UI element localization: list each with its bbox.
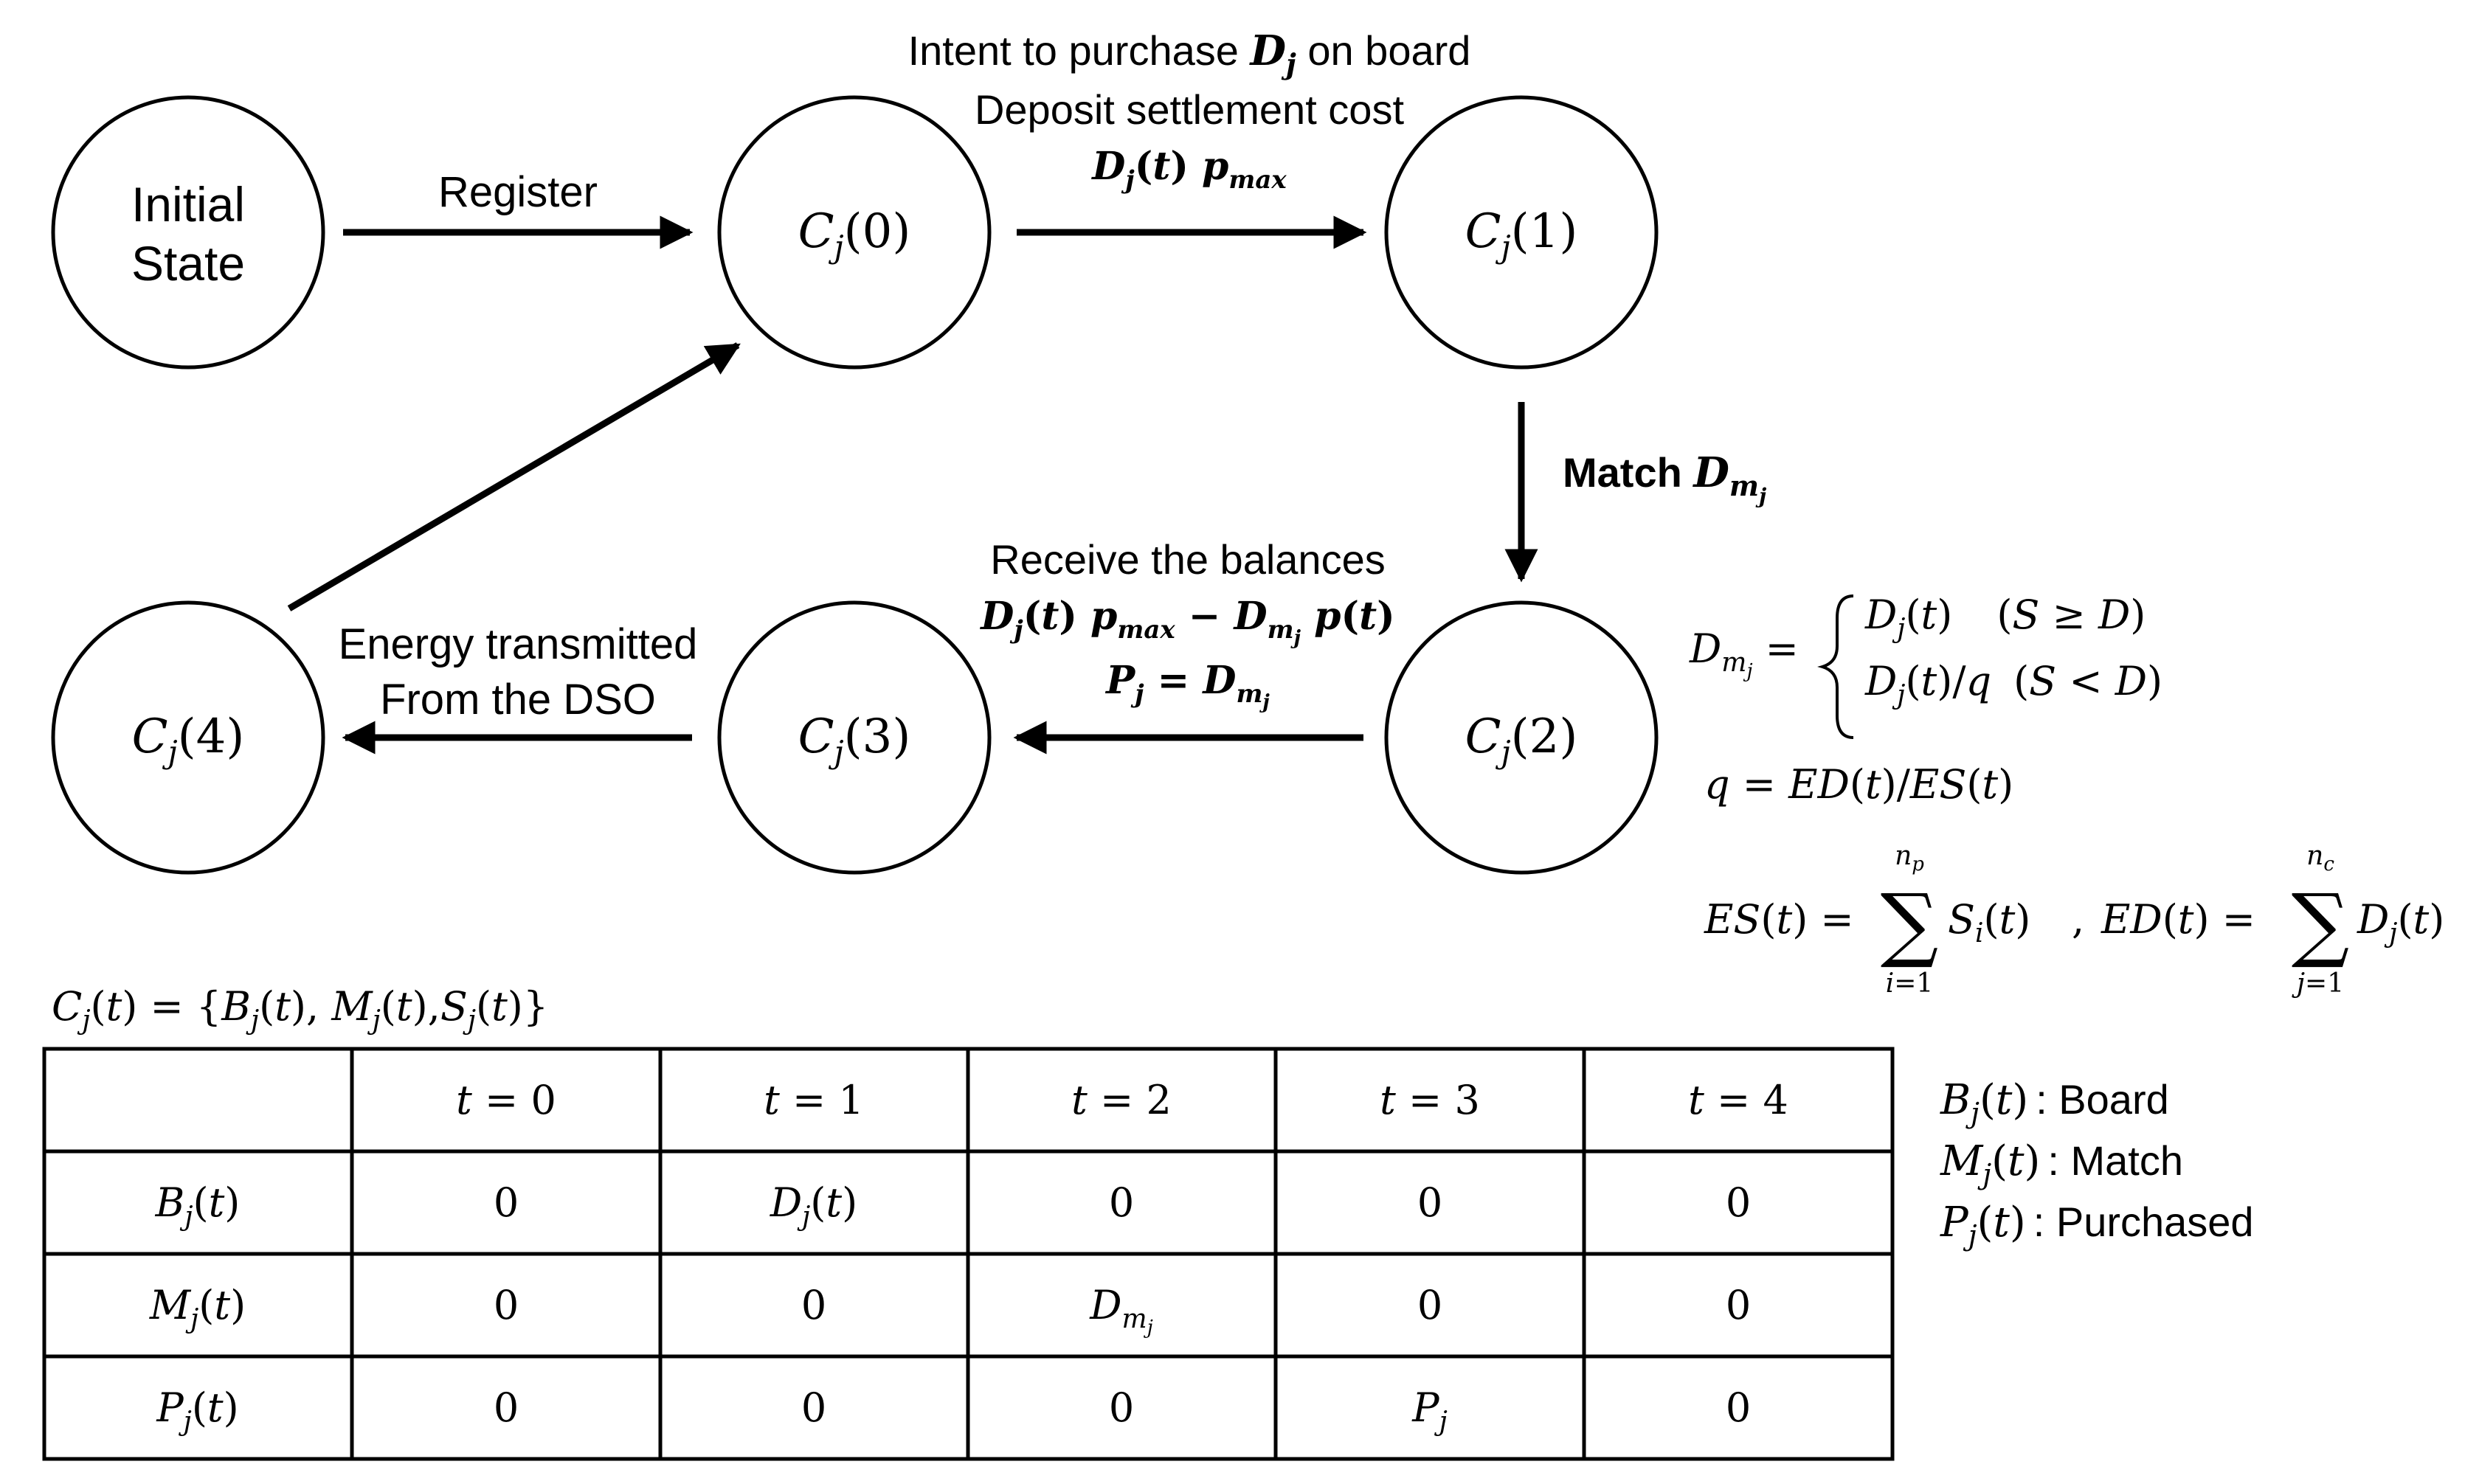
row-label-board: Bj(t) [155,1179,241,1232]
table-cell-pj: Pj [1411,1384,1448,1437]
receive-formula: Dj(t) pmax − Dmj p(t) [979,594,1394,649]
table-row: Pj(t) 0 0 0 Pj 0 [156,1384,1751,1437]
table-cell: 0 [1726,1384,1751,1431]
svg-text:Pj = Dmj: Pj = Dmj [1104,658,1270,713]
receive-pj-formula: Pj = Dmj [1104,658,1270,713]
cj-definition: Cj(t) = {Bj(t), Mj(t),Sj(t)} [52,983,548,1036]
col-header-t1: t = 1 [764,1077,864,1123]
table-cell: 0 [494,1282,519,1328]
row-label-purchased: Pj(t) [156,1384,238,1437]
state-c0: Cj(0) [717,95,992,370]
svg-text:Dj(t) pmax: Dj(t) pmax [1090,144,1287,195]
table-cell: 0 [1417,1282,1442,1328]
svg-text:Match Dmj: Match Dmj [1563,448,1766,508]
svg-text:Dj(t) pmax − Dmj p(t): Dj(t) pmax − Dmj p(t) [979,594,1394,649]
energy-label-line1: Energy transmitted [339,620,698,668]
table-row: Mj(t) 0 0 Dmj 0 0 [149,1282,1751,1339]
svg-text:np: np [1895,841,1924,876]
svg-text:Dj(t)/q(S < D): Dj(t)/q(S < D) [1864,658,2162,710]
table-cell: 0 [1726,1179,1751,1226]
svg-text:Cj(1): Cj(1) [1465,204,1578,265]
svg-text:ED(t) =: ED(t) = [2101,896,2255,943]
svg-text:ES(t) =: ES(t) = [1704,896,1854,943]
svg-text:Si(t): Si(t) [1948,896,2030,949]
legend-item-board: Bj(t): Board [1940,1076,2169,1129]
svg-text:Cj(3): Cj(3) [798,710,911,770]
row-label-match: Mj(t) [149,1282,246,1334]
table-cell: 0 [801,1384,826,1431]
state-table: t = 0 t = 1 t = 2 t = 3 t = 4 Bj(t) 0 Dj… [42,1047,1895,1461]
table-cell: 0 [801,1282,826,1328]
table-grid [42,1047,1895,1461]
purchase-label-line1: Intent to purchase Dj on board [908,27,1471,80]
svg-text:Cj(2): Cj(2) [1465,710,1578,770]
match-label: Match Dmj [1563,448,1766,508]
col-header-t3: t = 3 [1380,1077,1480,1123]
table-cell: 0 [1109,1384,1134,1431]
purchase-formula: Dj(t) pmax [1090,144,1287,195]
svg-text:∑: ∑ [1881,876,1939,971]
q-equation: q = ED(t)/ES(t) [1704,761,2013,808]
state-c2: Cj(2) [1384,600,1659,875]
table-cell: 0 [1726,1282,1751,1328]
col-header-t4: t = 4 [1688,1077,1788,1123]
legend-item-match: Mj(t): Match [1940,1137,2183,1190]
table-row: Bj(t) 0 Dj(t) 0 0 0 [155,1179,1752,1232]
svg-text:∑: ∑ [2292,876,2350,971]
state-c3: Cj(3) [717,600,992,875]
legend: Bj(t): Board Mj(t): Match Pj(t): Purchas… [1940,1076,2254,1252]
state-c1: Cj(1) [1384,95,1659,370]
table-cell: 0 [494,1384,519,1431]
table-cell-dj: Dj(t) [770,1179,857,1232]
table-cell: 0 [494,1179,519,1226]
table-cell: 0 [1109,1179,1134,1226]
table-cell: 0 [1417,1179,1442,1226]
arrow-return [287,342,741,611]
svg-text:,: , [2072,896,2084,943]
svg-text:Cj(4): Cj(4) [132,710,245,770]
svg-text:Dmj =: Dmj = [1689,625,1799,682]
svg-text:Dj(t)(S ≥ D): Dj(t)(S ≥ D) [1864,592,2146,644]
dmj-equation: Dmj = Dj(t)(S ≥ D) Dj(t)/q(S < D) [1689,592,2162,739]
svg-text:Dj(t): Dj(t) [2357,896,2444,949]
energy-label-line2: From the DSO [380,676,656,724]
es-ed-equation: ES(t) = ∑ np i=1 Si(t) , ED(t) = ∑ nc j=… [1704,841,2444,999]
svg-text:nc: nc [2306,841,2334,876]
table-header-row: t = 0 t = 1 t = 2 t = 3 t = 4 [456,1077,1788,1123]
purchase-label-line2: Deposit settlement cost [975,86,1404,133]
svg-text:Cj(0): Cj(0) [798,204,911,265]
table-cell-dmj: Dmj [1089,1282,1153,1339]
col-header-t0: t = 0 [456,1077,556,1123]
svg-text:j=1: j=1 [2292,968,2344,999]
legend-item-purchased: Pj(t): Purchased [1940,1199,2254,1252]
receive-label-line1: Receive the balances [990,536,1385,583]
state-c4: Cj(4) [51,600,325,875]
col-header-t2: t = 2 [1071,1077,1172,1123]
svg-text:i=1: i=1 [1886,968,1934,999]
register-label: Register [438,168,598,216]
state-initial-line2: State [131,236,245,291]
state-initial-line1: Initial [131,177,245,232]
state-initial: Initial State [51,95,325,370]
